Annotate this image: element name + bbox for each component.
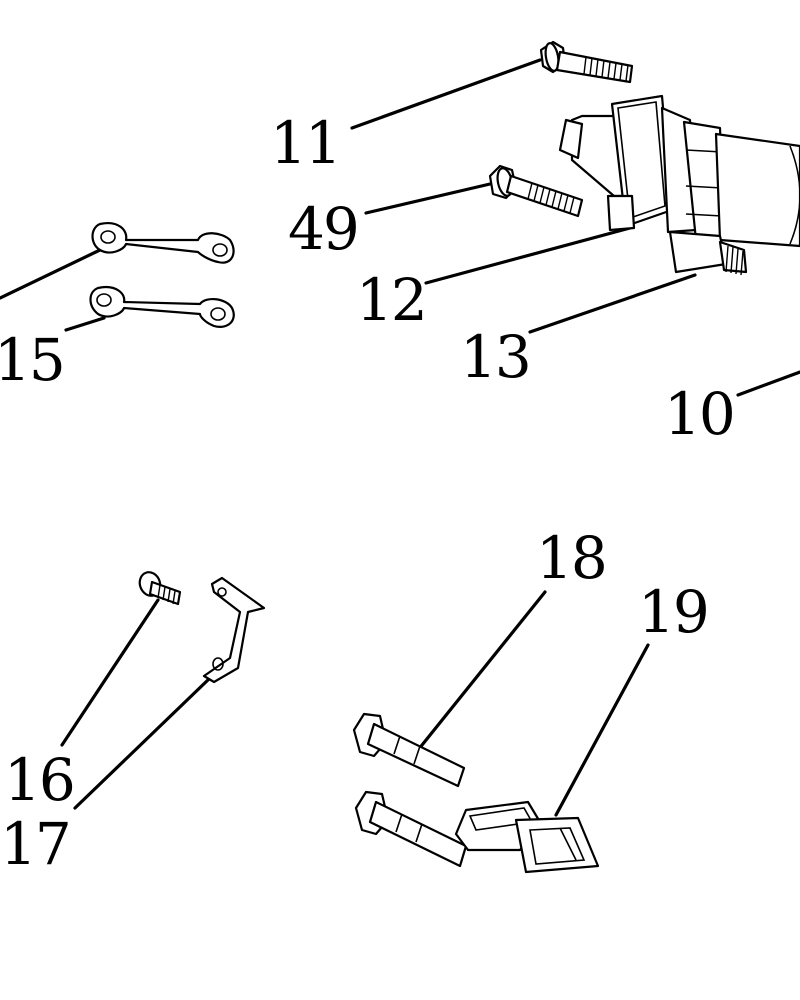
- screw-16: [138, 571, 182, 606]
- callout-10: 10: [664, 380, 734, 448]
- bolt-18-lower: [354, 790, 468, 868]
- callout-11: 11: [270, 109, 340, 177]
- leader-line-16: [60, 598, 160, 747]
- leader-line-49: [364, 182, 492, 215]
- leader-line-13: [528, 273, 697, 334]
- starter-motor-10: [558, 94, 800, 248]
- callout-13: 13: [460, 323, 530, 391]
- callout-17: 17: [0, 810, 70, 878]
- leader-line-19: [554, 643, 650, 817]
- starter-mount-bracket-12: [606, 194, 636, 232]
- callout-12: 12: [356, 266, 426, 334]
- link-rod-15-lower: [89, 286, 235, 328]
- bolt-11: [539, 40, 634, 84]
- callout-49: 49: [288, 195, 358, 263]
- leader-line-18: [408, 590, 547, 762]
- leader-line-15a: [0, 248, 102, 300]
- leader-line-15b: [64, 316, 106, 332]
- bolt-49: [488, 164, 584, 218]
- callout-18: 18: [536, 524, 606, 592]
- leader-line-17: [73, 676, 212, 810]
- leader-line-12: [424, 226, 632, 285]
- callout-16: 16: [4, 746, 74, 814]
- leader-line-10: [736, 370, 800, 397]
- callout-19: 19: [638, 578, 708, 646]
- bracket-17: [202, 576, 266, 684]
- starter-terminal-13: [668, 230, 748, 276]
- bolt-18-upper: [352, 712, 466, 788]
- clip-19: [454, 800, 600, 874]
- callout-15: 15: [0, 326, 64, 394]
- leader-line-11: [350, 58, 542, 130]
- link-rod-15-upper: [91, 222, 235, 264]
